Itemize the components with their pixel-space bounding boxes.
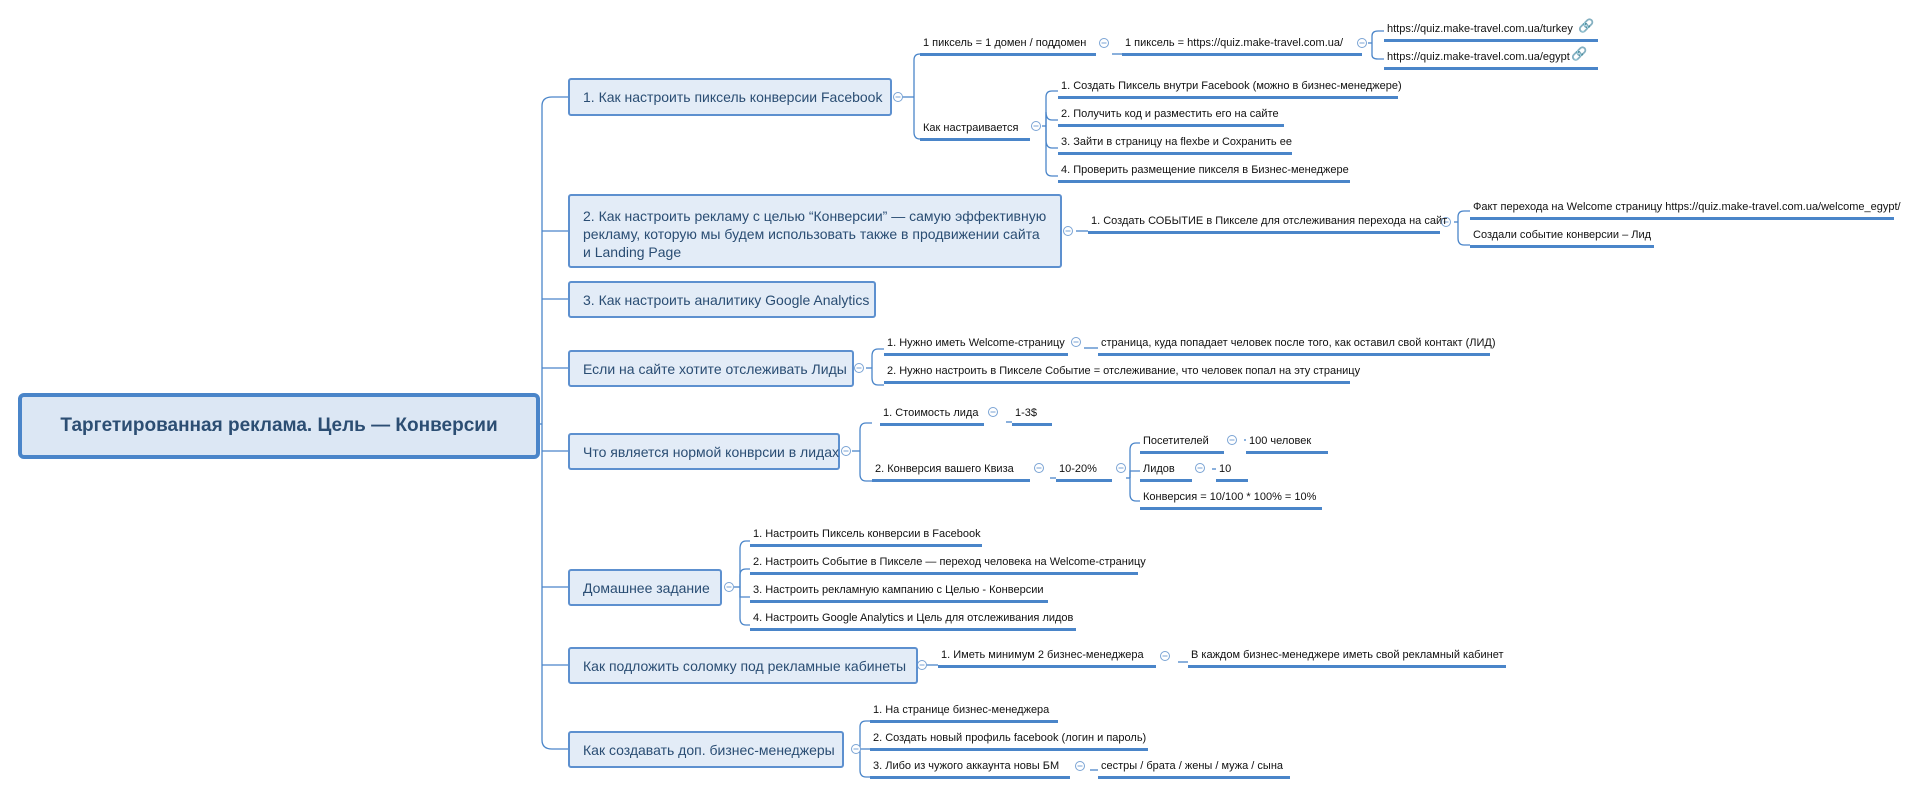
quiz-conversion[interactable]: 2. Конверсия вашего Квиза [872, 462, 1030, 482]
topic-conversion-ads[interactable]: 2. Как настроить рекламу с целью “Конвер… [568, 194, 1062, 268]
pixel-event-setup[interactable]: 2. Нужно настроить в Пикселе Событие = о… [884, 364, 1360, 384]
collapse-icon[interactable] [988, 407, 998, 417]
setup-step-1[interactable]: 1. Создать Пиксель внутри Facebook (можн… [1058, 79, 1402, 99]
setup-step-3[interactable]: 3. Зайти в страницу на flexbe и Сохранит… [1058, 135, 1292, 155]
create-event[interactable]: 1. Создать СОБЫТИЕ в Пикселе для отслежи… [1088, 214, 1447, 234]
collapse-icon[interactable] [1227, 435, 1237, 445]
collapse-icon[interactable] [854, 363, 864, 373]
leads-label[interactable]: Лидов [1140, 462, 1192, 482]
homework-item-1[interactable]: 1. Настроить Пиксель конверсии в Faceboo… [750, 527, 982, 547]
topic-track-leads[interactable]: Если на сайте хотите отслеживать Лиды [568, 350, 854, 387]
how-setup-label[interactable]: Как настраивается [920, 121, 1030, 141]
topic-conversion-norm[interactable]: Что является нормой конврсии в лидах [568, 433, 840, 470]
visitors-label[interactable]: Посетителей [1140, 434, 1224, 454]
collapse-icon[interactable] [1441, 217, 1451, 227]
collapse-icon[interactable] [1071, 337, 1081, 347]
welcome-page-required[interactable]: 1. Нужно иметь Welcome-страницу [884, 336, 1068, 356]
collapse-icon[interactable] [724, 582, 734, 592]
collapse-icon[interactable] [1031, 121, 1041, 131]
bm-option-1[interactable]: 1. На странице бизнес-менеджера [870, 703, 1058, 723]
quiz-conversion-value[interactable]: 10-20% [1056, 462, 1112, 482]
collapse-icon[interactable] [1075, 761, 1085, 771]
topic-homework[interactable]: Домашнее задание [568, 569, 722, 606]
collapse-icon[interactable] [1099, 38, 1109, 48]
pixel-domain-rule[interactable]: 1 пиксель = 1 домен / поддомен [920, 36, 1096, 56]
lead-cost-value[interactable]: 1-3$ [1012, 406, 1052, 426]
setup-step-2[interactable]: 2. Получить код и разместить его на сайт… [1058, 107, 1284, 127]
visitors-value[interactable]: 100 человек [1246, 434, 1328, 454]
url-egypt[interactable]: https://quiz.make-travel.com.ua/egypt [1384, 50, 1598, 70]
homework-item-4[interactable]: 4. Настроить Google Analytics и Цель для… [750, 611, 1076, 631]
root-topic[interactable]: Таргетированная реклама. Цель — Конверси… [18, 393, 540, 459]
relatives-list[interactable]: сестры / брата / жены / мужа / сына [1098, 759, 1290, 779]
homework-item-3[interactable]: 3. Настроить рекламную кампанию с Целью … [750, 583, 1048, 603]
topic-create-business-managers[interactable]: Как создавать доп. бизнес-менеджеры [568, 731, 844, 768]
ad-account-per-manager[interactable]: В каждом бизнес-менеджере иметь свой рек… [1188, 648, 1506, 668]
leads-value[interactable]: 10 [1216, 462, 1248, 482]
topic-pixel-setup[interactable]: 1. Как настроить пиксель конверсии Faceb… [568, 78, 892, 116]
collapse-icon[interactable] [1160, 651, 1170, 661]
topic-ad-account-safety[interactable]: Как подложить соломку под рекламные каби… [568, 647, 918, 684]
collapse-icon[interactable] [1063, 226, 1073, 236]
collapse-icon[interactable] [917, 660, 927, 670]
bm-option-3[interactable]: 3. Либо из чужого аккаунта новы БМ [870, 759, 1070, 779]
topic-google-analytics[interactable]: 3. Как настроить аналитику Google Analyt… [568, 281, 876, 318]
bm-option-2[interactable]: 2. Создать новый профиль facebook (логин… [870, 731, 1148, 751]
lead-event-created[interactable]: Создали событие конверсии – Лид [1470, 228, 1654, 248]
collapse-icon[interactable] [1357, 38, 1367, 48]
welcome-page-description[interactable]: страница, куда попадает человек после то… [1098, 336, 1496, 356]
link-icon[interactable]: 🔗 [1571, 46, 1588, 61]
collapse-icon[interactable] [1116, 463, 1126, 473]
lead-cost[interactable]: 1. Стоимость лида [880, 406, 984, 426]
setup-step-4[interactable]: 4. Проверить размещение пикселя в Бизнес… [1058, 163, 1350, 183]
collapse-icon[interactable] [841, 446, 851, 456]
collapse-icon[interactable] [893, 92, 903, 102]
collapse-icon[interactable] [1034, 463, 1044, 473]
collapse-icon[interactable] [851, 744, 861, 754]
conversion-formula[interactable]: Конверсия = 10/100 * 100% = 10% [1140, 490, 1322, 510]
pixel-url-rule[interactable]: 1 пиксель = https://quiz.make-travel.com… [1122, 36, 1362, 56]
min-two-business-managers[interactable]: 1. Иметь минимум 2 бизнес-менеджера [938, 648, 1156, 668]
link-icon[interactable]: 🔗 [1578, 18, 1595, 33]
url-turkey[interactable]: https://quiz.make-travel.com.ua/turkey [1384, 22, 1598, 42]
welcome-page-fact[interactable]: Факт перехода на Welcome страницу https:… [1470, 200, 1901, 220]
collapse-icon[interactable] [1195, 463, 1205, 473]
homework-item-2[interactable]: 2. Настроить Событие в Пикселе — переход… [750, 555, 1146, 575]
